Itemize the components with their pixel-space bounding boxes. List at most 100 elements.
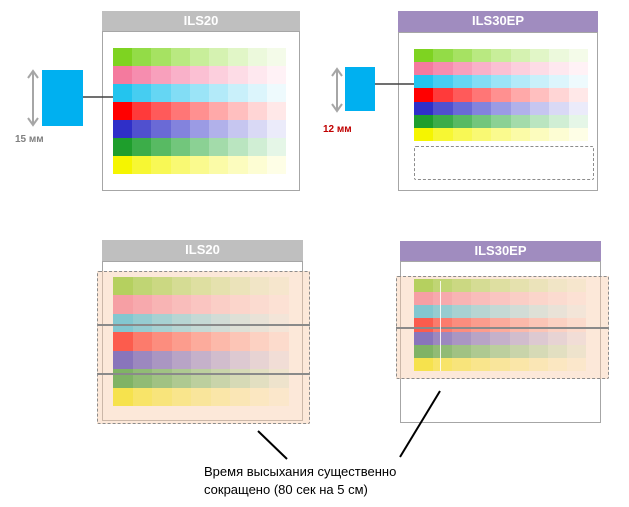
swatch-darkgreen-4 [170,138,190,156]
swatch-darkgreen-5 [490,344,510,358]
swatch-blue-7 [528,331,548,345]
swatch-green-7 [230,277,250,296]
swatch-yellow-8 [547,357,567,371]
swatch-yellow-9 [566,357,586,371]
measurement-label-left: 15 мм [15,134,44,145]
swatch-cyan-3 [452,75,472,89]
swatch-green-5 [191,277,211,296]
swatch-yellow-5 [189,156,210,174]
swatch-yellow-1 [113,387,133,406]
sample-square-left [42,70,83,126]
swatch-blue-1 [113,350,133,370]
swatch-yellow-3 [452,357,472,371]
swatch-green-8 [247,48,267,66]
swatch-cyan-3 [151,84,171,102]
swatch-green-9 [266,48,286,66]
swatch-cyan-5 [490,305,510,319]
swatch-pink-8 [249,295,270,314]
swatch-cyan-8 [249,313,270,333]
swatch-blue-4 [472,101,492,115]
swatch-green-1 [113,48,133,66]
swatch-darkgreen-5 [491,114,511,128]
swatch-red-1 [414,88,434,102]
swatch-cyan-5 [189,84,210,102]
swatch-cyan-4 [471,305,491,319]
swatch-pink-4 [171,295,192,314]
pass-line-left-1 [97,324,310,326]
swatch-cyan-1 [113,84,133,102]
swatch-pink-1 [414,62,434,76]
header-ils20-top: ILS20 [102,11,300,31]
swatch-cyan-4 [170,84,190,102]
swatch-darkgreen-1 [414,114,434,128]
swatch-blue-7 [530,101,550,115]
swatch-blue-8 [549,101,569,115]
swatch-pink-2 [132,66,152,84]
swatch-blue-3 [452,331,472,345]
swatch-green-2 [433,279,453,293]
swatch-yellow-9 [269,387,289,406]
swatch-cyan-7 [528,305,548,319]
swatch-green-1 [414,49,434,63]
swatch-green-4 [171,277,192,296]
color-chart-ils20-top [113,48,286,174]
swatch-darkgreen-7 [530,114,550,128]
swatch-pink-7 [528,292,548,306]
swatch-darkgreen-5 [189,138,210,156]
swatch-pink-3 [452,62,472,76]
swatch-darkgreen-9 [266,138,286,156]
swatch-red-3 [452,88,472,102]
swatch-cyan-7 [530,75,550,89]
swatch-blue-1 [113,120,133,138]
swatch-darkgreen-7 [228,138,248,156]
swatch-yellow-7 [528,357,548,371]
swatch-pink-3 [151,66,171,84]
swatch-yellow-2 [132,156,152,174]
swatch-blue-5 [491,101,511,115]
saved-space-outline [414,146,594,180]
swatch-green-7 [228,48,248,66]
swatch-blue-9 [269,350,289,370]
swatch-cyan-8 [549,75,569,89]
swatch-pink-5 [490,292,510,306]
swatch-blue-2 [433,331,453,345]
swatch-red-9 [266,102,286,120]
swatch-yellow-4 [471,357,491,371]
swatch-pink-9 [566,292,586,306]
swatch-red-5 [191,332,211,351]
swatch-green-9 [566,279,586,293]
swatch-red-9 [568,88,588,102]
swatch-yellow-7 [530,127,550,141]
swatch-yellow-4 [472,127,492,141]
swatch-blue-7 [230,350,250,370]
swatch-green-1 [113,277,133,296]
swatch-cyan-9 [568,75,588,89]
swatch-pink-5 [491,62,511,76]
swatch-red-5 [491,88,511,102]
swatch-red-6 [510,88,530,102]
swatch-yellow-7 [228,156,248,174]
swatch-darkgreen-1 [414,344,434,358]
swatch-yellow-3 [151,156,171,174]
swatch-red-1 [113,102,133,120]
swatch-cyan-5 [191,313,211,333]
swatch-green-3 [452,49,472,63]
swatch-cyan-1 [113,313,133,333]
swatch-cyan-2 [132,313,153,333]
swatch-green-9 [568,49,588,63]
swatch-pink-5 [191,295,211,314]
swatch-cyan-2 [132,84,152,102]
swatch-darkgreen-2 [132,138,152,156]
swatch-yellow-5 [490,357,510,371]
swatch-yellow-5 [191,387,211,406]
swatch-pink-6 [210,295,231,314]
swatch-pink-2 [433,62,453,76]
header-ils20-bottom: ILS20 [102,240,303,261]
swatch-pink-9 [266,66,286,84]
swatch-cyan-7 [228,84,248,102]
swatch-pink-9 [568,62,588,76]
swatch-green-8 [549,49,569,63]
